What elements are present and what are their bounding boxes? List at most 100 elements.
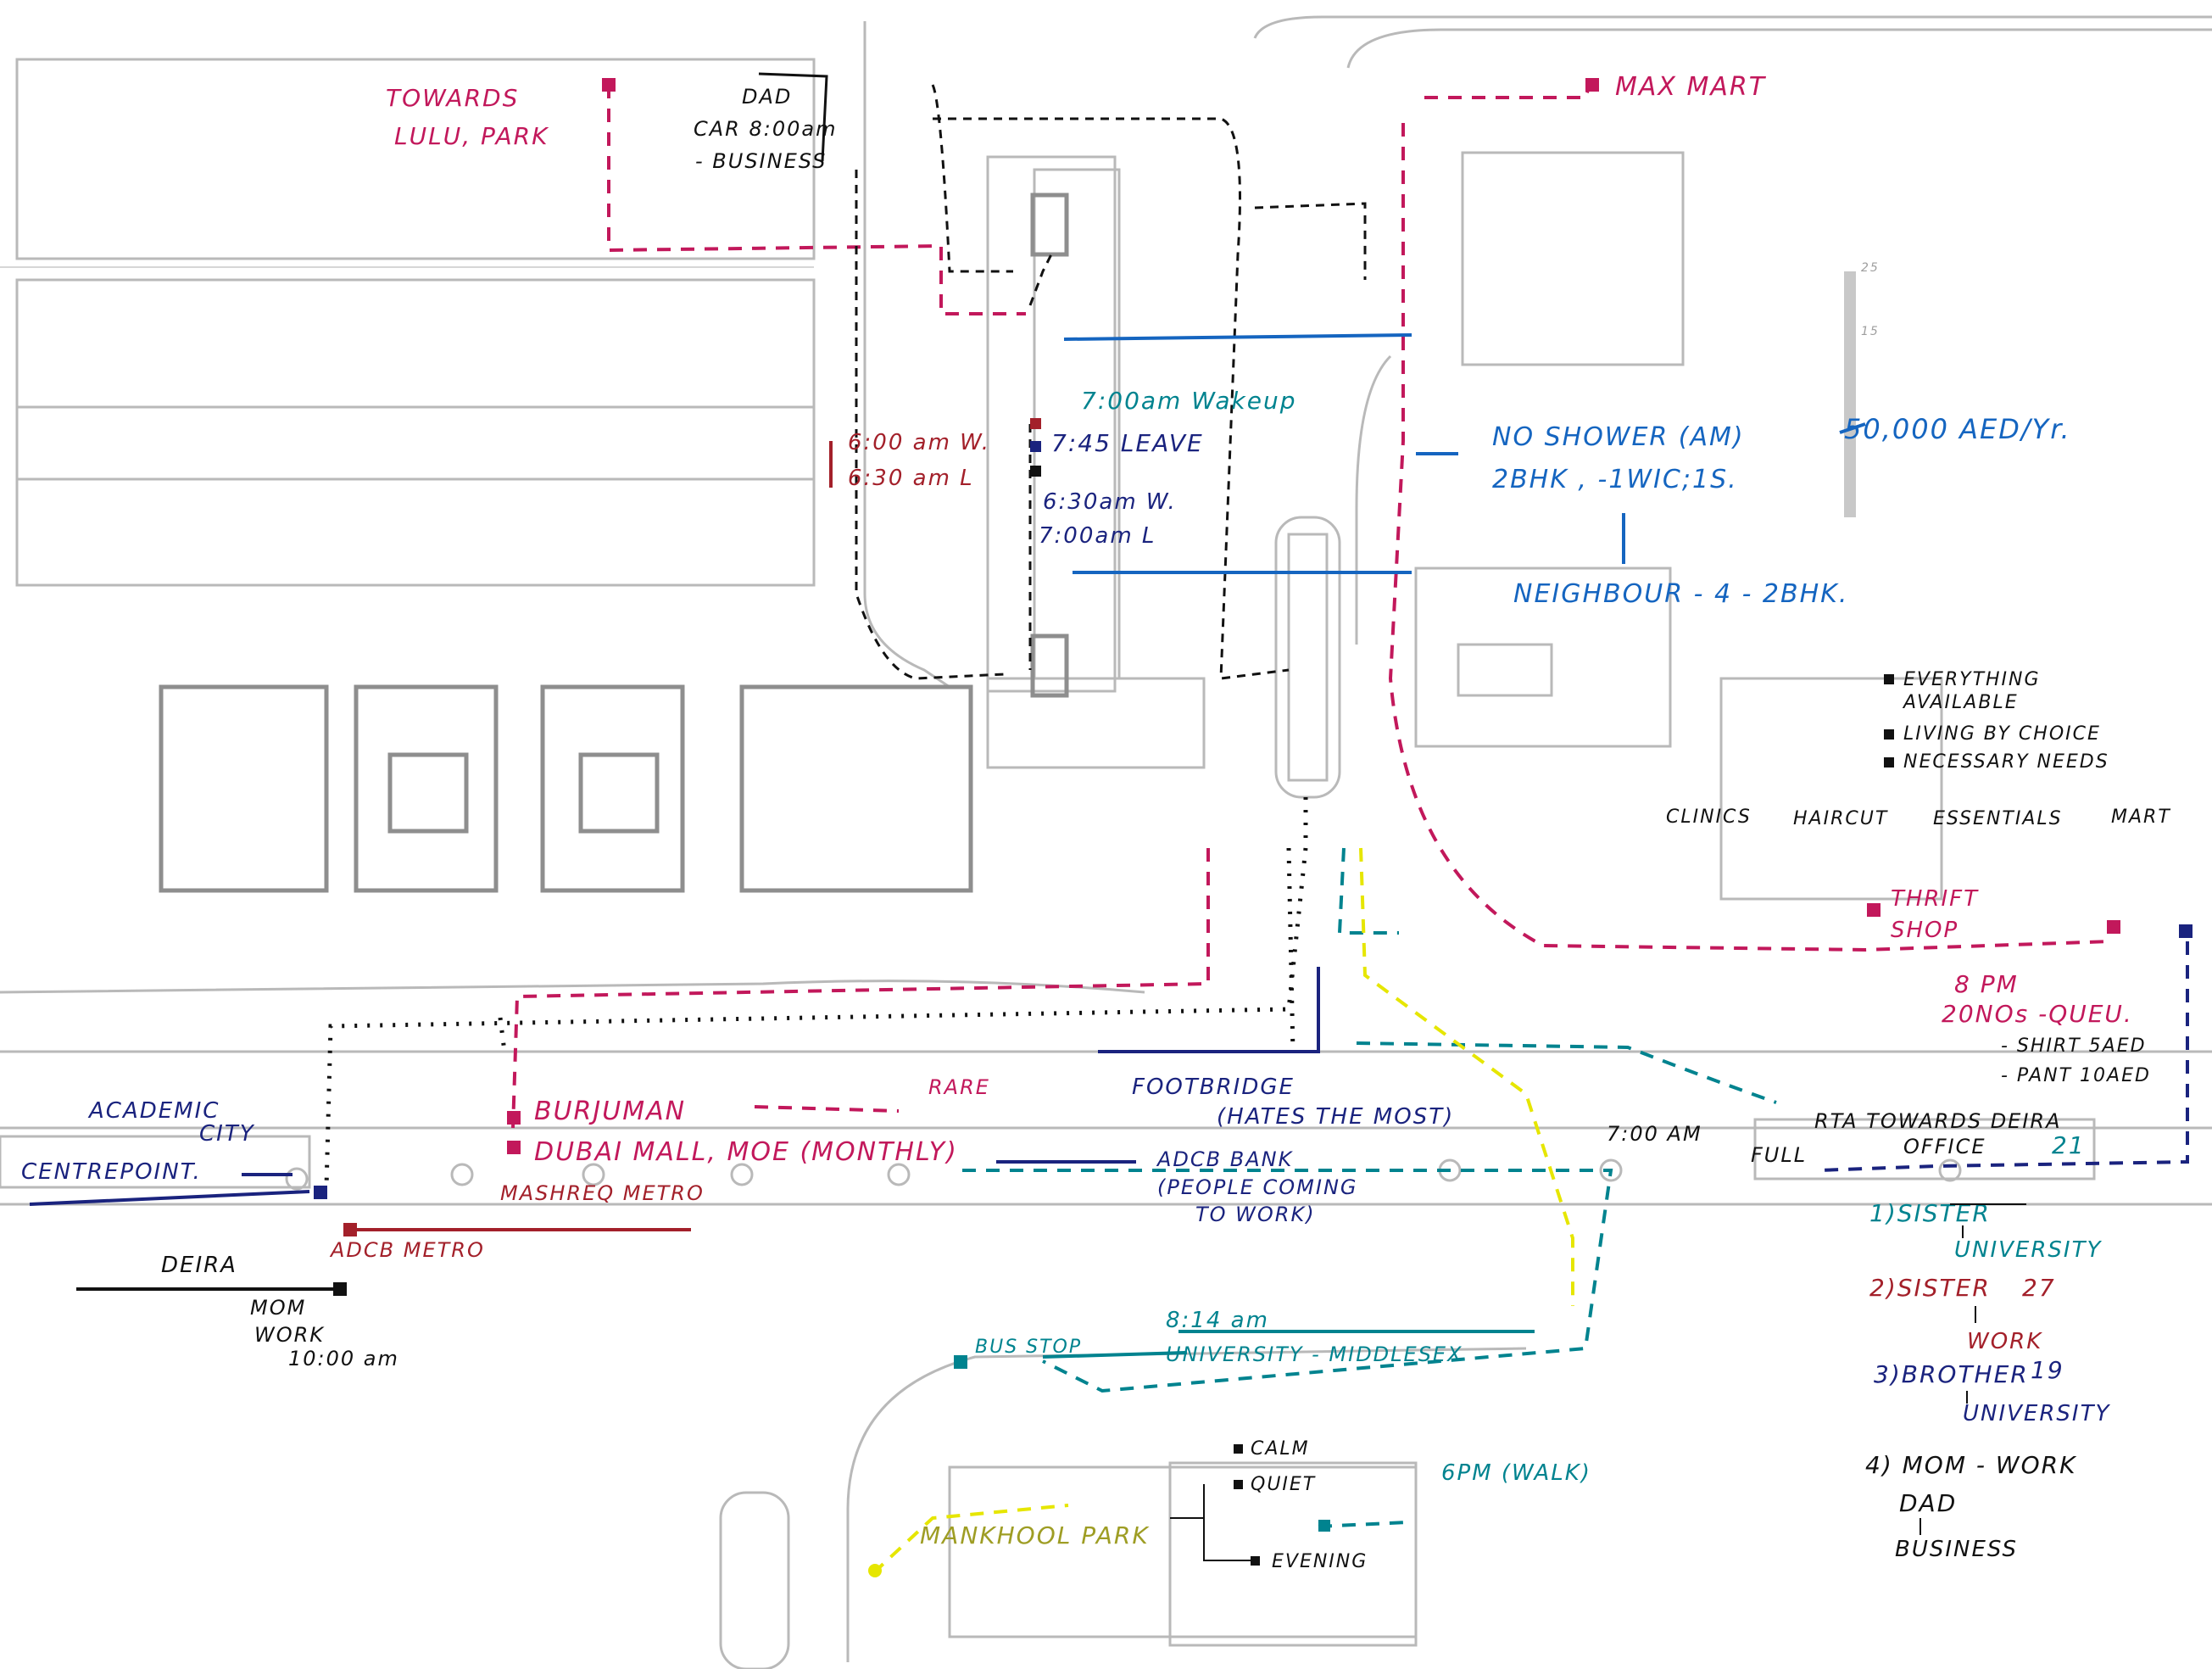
label-adcb-metro: ADCB METRO [329, 1238, 485, 1262]
route-black-dashed-east [1254, 202, 1367, 280]
park-box-calm [1234, 1444, 1243, 1454]
marker-mom [333, 1282, 347, 1296]
label-600-w: 6:00 am W. [848, 430, 990, 455]
label-sister2: 2)SISTER [1869, 1274, 1991, 1302]
residential-block-2 [15, 278, 816, 481]
label-quiet: QUIET [1251, 1474, 1316, 1495]
label-dubai-mall: DUBAI MALL, MOE (MONTHLY) [534, 1137, 958, 1167]
label-rta: RTA TOWARDS DEIRA [1814, 1109, 2062, 1133]
marker-dubai-mall [507, 1141, 521, 1154]
label-lulu-park: LULU, PARK [394, 122, 549, 150]
legend-needs: NECESSARY NEEDS [1903, 751, 2109, 773]
label-shop: SHOP [1891, 918, 1958, 943]
east-building-core [1457, 643, 1553, 697]
label-630-l: 6:30 am L [848, 466, 974, 491]
marker-600 [1030, 418, 1041, 429]
marker-745 [1030, 441, 1041, 452]
marker-park-walk [1318, 1520, 1330, 1532]
label-shirt: - SHIRT 5AED [2001, 1035, 2147, 1057]
marker-adcb [343, 1223, 357, 1236]
label-age27: 27 [2022, 1274, 2056, 1302]
label-mom: MOM [250, 1296, 306, 1320]
route-teal-bus [1042, 1330, 1535, 1359]
label-calm: CALM [1251, 1438, 1310, 1460]
label-mart: MART [2111, 807, 2171, 828]
route-blue-connector [1416, 422, 1866, 564]
label-office: OFFICE [1903, 1135, 1986, 1158]
route-teal-walk [1318, 1521, 1408, 1528]
label-dad-4: DAD [1899, 1489, 1957, 1517]
marker-academic [314, 1186, 327, 1199]
route-olive-dashed [872, 847, 1574, 1575]
road-loop [1355, 354, 1392, 645]
apartment-block-3 [540, 684, 685, 893]
marker-park [868, 1564, 882, 1577]
legend-available: AVAILABLE [1902, 692, 2019, 713]
route-black-dad-car [758, 72, 828, 162]
legend-everything: EVERYTHING [1903, 669, 2041, 690]
label-adcb-bank: ADCB BANK [1156, 1147, 1294, 1171]
central-tower-core [1033, 168, 1121, 680]
label-city: CITY [199, 1121, 255, 1147]
route-black-dashed-inner [1028, 254, 1053, 670]
label-814am: 8:14 am [1166, 1308, 1269, 1333]
label-university3: UNIVERSITY [1963, 1401, 2110, 1426]
route-black-dashed-north [855, 84, 1290, 680]
label-700am: 7:00 AM [1607, 1122, 1702, 1146]
marker-thrift-end [2107, 920, 2120, 934]
label-queue: 20NOs -QUEU. [1942, 1000, 2133, 1028]
route-magenta-maxmart [1424, 84, 1591, 99]
label-no-shower: NO SHOWER (AM) [1492, 422, 1745, 452]
residential-block-3 [15, 405, 816, 587]
marker-burjuman [507, 1111, 521, 1125]
route-navy-footbridge [1098, 967, 1320, 1053]
label-dad: DAD [742, 85, 792, 109]
road-north-east-inner [1346, 28, 2212, 69]
marker-lulu [602, 78, 616, 92]
legend-living: LIVING BY CHOICE [1903, 723, 2101, 745]
label-mashreq: MASHREQ METRO [500, 1181, 705, 1205]
label-age21: 21 [2052, 1131, 2086, 1159]
east-building-south [1719, 677, 1943, 901]
north-residential-block [15, 58, 816, 260]
label-rare: RARE [928, 1075, 990, 1099]
road-curve-west [863, 21, 950, 689]
label-pant: - PANT 10AED [2001, 1065, 2151, 1086]
label-essentials: ESSENTIALS [1933, 808, 2063, 829]
label-business-4: BUSINESS [1895, 1537, 2018, 1562]
marker-maxmart [1585, 78, 1599, 92]
apartment-block-1 [159, 684, 329, 893]
central-tower-podium [986, 677, 1206, 769]
route-teal-dashed [962, 847, 1777, 1393]
apartment-block-2 [354, 684, 499, 893]
annotations-west: ACADEMIC CITY CENTREPOINT. BURJUMAN DUBA… [21, 1075, 990, 1370]
label-centrepoint: CENTREPOINT. [21, 1159, 202, 1185]
legend-box-1 [1884, 674, 1894, 684]
marker-thrift [1867, 903, 1880, 917]
road-north-east [1253, 15, 2212, 39]
site-plan-base: 25 15 [0, 15, 2212, 1669]
label-to-work: TO WORK) [1195, 1203, 1316, 1226]
route-navy-right [1818, 941, 2189, 1172]
family-connectors [1919, 1203, 2026, 1535]
label-bus-stop: BUS STOP [975, 1337, 1082, 1358]
park-box-evening [1251, 1556, 1260, 1566]
route-magenta-south [511, 848, 1210, 1129]
label-clinics: CLINICS [1666, 807, 1752, 828]
label-thrift: THRIFT [1891, 886, 1979, 912]
label-evening: EVENING [1272, 1551, 1368, 1572]
label-mankhool-park: MANKHOOL PARK [920, 1521, 1150, 1549]
median-strip-west [0, 1135, 311, 1189]
scale-bar [1844, 271, 1856, 517]
main-road-north-edge [0, 980, 1145, 994]
park-bracket [1170, 1484, 1251, 1561]
annotations-north: TOWARDS LULU, PARK DAD CAR 8:00am - BUSI… [386, 72, 2070, 609]
label-6pm-walk: 6PM (WALK) [1441, 1460, 1591, 1486]
label-neighbour: NEIGHBOUR - 4 - 2BHK. [1513, 579, 1848, 609]
label-age19: 19 [2031, 1356, 2064, 1384]
label-full: FULL [1751, 1143, 1807, 1167]
label-people-coming: (PEOPLE COMING [1157, 1175, 1358, 1199]
median-strip-east [1753, 1118, 2096, 1181]
annotations-east: THRIFT SHOP 8 PM 20NOs -QUEU. - SHIRT 5A… [1607, 886, 2151, 1167]
